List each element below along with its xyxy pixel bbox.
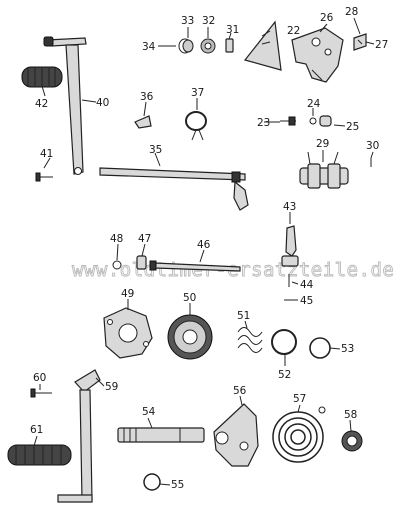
callout-27: 27 — [375, 39, 388, 51]
part-26-selector-housing — [291, 27, 344, 83]
callout-36: 36 — [140, 91, 154, 103]
part-46-shaft — [149, 260, 241, 272]
callout-44: 44 — [300, 279, 314, 291]
part-29-selector-block — [299, 163, 349, 189]
callout-37: 37 — [191, 87, 204, 99]
callout-61: 61 — [30, 424, 43, 436]
part-35-shaft — [99, 167, 249, 211]
callout-29: 29 — [316, 138, 329, 150]
part-58-small-gear — [341, 430, 363, 452]
leader-lines — [33, 17, 375, 486]
callout-56: 56 — [233, 385, 247, 397]
callout-26: 26 — [320, 12, 334, 24]
part-24-ball — [309, 117, 317, 125]
part-27-plate — [353, 33, 367, 51]
part-47-bolt — [136, 255, 147, 270]
callout-46: 46 — [197, 239, 211, 251]
callout-58: 58 — [344, 409, 357, 421]
part-60-bolt — [30, 388, 52, 398]
part-40-kick-lever — [43, 36, 87, 175]
callout-47: 47 — [138, 233, 151, 245]
part-33-bushing — [182, 39, 194, 53]
callout-45: 45 — [300, 295, 313, 307]
part-53-ring — [309, 337, 331, 359]
callout-42: 42 — [35, 98, 48, 110]
part-37-spring-ring — [185, 111, 207, 141]
part-61-grip — [7, 444, 72, 466]
part-41-bolt — [35, 172, 53, 182]
callout-51: 51 — [237, 310, 250, 322]
callout-31: 31 — [226, 24, 239, 36]
part-42-grip — [21, 66, 63, 88]
callout-34: 34 — [142, 41, 156, 53]
callout-43: 43 — [283, 201, 296, 213]
callout-53: 53 — [341, 343, 354, 355]
callout-60: 60 — [33, 372, 46, 384]
part-23-screw — [280, 116, 296, 126]
callout-28: 28 — [345, 6, 358, 18]
part-56-quadrant — [213, 403, 259, 467]
part-57-coil-spring — [272, 406, 326, 463]
part-31-pin — [225, 38, 234, 53]
callout-50: 50 — [183, 292, 196, 304]
part-50-gear — [167, 314, 213, 360]
part-59-kick-lever — [57, 369, 101, 503]
part-49-gear-plate — [103, 307, 153, 359]
part-54-shaft — [117, 427, 205, 443]
callout-55: 55 — [171, 479, 184, 491]
callout-22: 22 — [287, 25, 300, 37]
callout-labels: 22 23 24 25 26 27 28 29 30 31 32 33 34 3… — [30, 6, 388, 491]
callout-33: 33 — [181, 15, 194, 27]
callout-41: 41 — [40, 148, 53, 160]
part-25-nut — [319, 115, 332, 127]
part-22-cone — [243, 20, 282, 71]
part-36-clip — [134, 115, 152, 129]
part-55-ring — [143, 473, 161, 491]
callout-35: 35 — [149, 144, 162, 156]
callout-30: 30 — [366, 140, 379, 152]
part-43-arm — [281, 225, 299, 267]
callout-24: 24 — [307, 98, 321, 110]
callout-40: 40 — [96, 97, 109, 109]
callout-52: 52 — [278, 369, 291, 381]
callout-57: 57 — [293, 393, 306, 405]
callout-48: 48 — [110, 233, 123, 245]
callout-25: 25 — [346, 121, 359, 133]
callout-23: 23 — [257, 117, 270, 129]
part-52-ring — [271, 329, 297, 355]
part-51-spring — [237, 327, 263, 353]
callout-54: 54 — [142, 406, 156, 418]
callout-49: 49 — [121, 288, 134, 300]
part-32-washer — [200, 38, 216, 54]
callout-32: 32 — [202, 15, 215, 27]
part-48-washer — [112, 260, 122, 270]
callout-59: 59 — [105, 381, 118, 393]
